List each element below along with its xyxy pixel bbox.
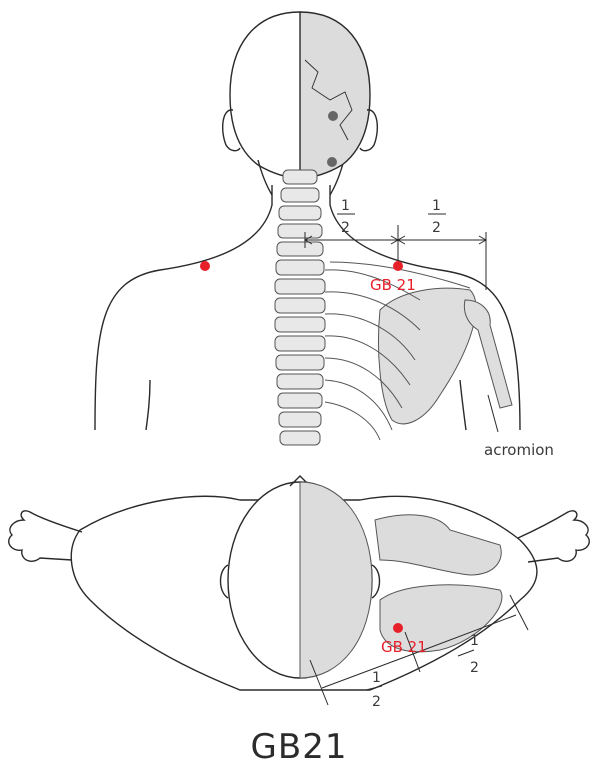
fraction-bottom-left-den: 2: [372, 694, 381, 710]
fraction-top-right-den: 2: [432, 220, 441, 236]
hand-right: [518, 511, 589, 562]
spine: [275, 170, 325, 445]
fraction-bottom-right-den: 2: [470, 660, 479, 676]
gb21-point-right: [393, 261, 403, 271]
gb21-point-left: [200, 261, 210, 271]
gb21-point-bottom: [393, 623, 403, 633]
gb21-label-bottom: GB 21: [381, 638, 427, 656]
scapula: [379, 288, 476, 424]
superior-view: [9, 476, 590, 690]
fraction-top-left-den: 2: [341, 220, 350, 236]
fraction-top-right-num: 1: [432, 198, 441, 214]
fraction-top-left-num: 1: [341, 198, 350, 214]
fraction-bottom-left-num: 1: [372, 670, 381, 686]
acromion-label: acromion: [484, 441, 554, 459]
diagram-title: GB21: [0, 727, 598, 767]
head-outline: [230, 12, 300, 178]
gb21-label-top: GB 21: [370, 276, 416, 294]
humerus: [464, 300, 512, 408]
fraction-bottom-right-num: 1: [470, 633, 479, 649]
skeleton-top: [275, 170, 512, 445]
